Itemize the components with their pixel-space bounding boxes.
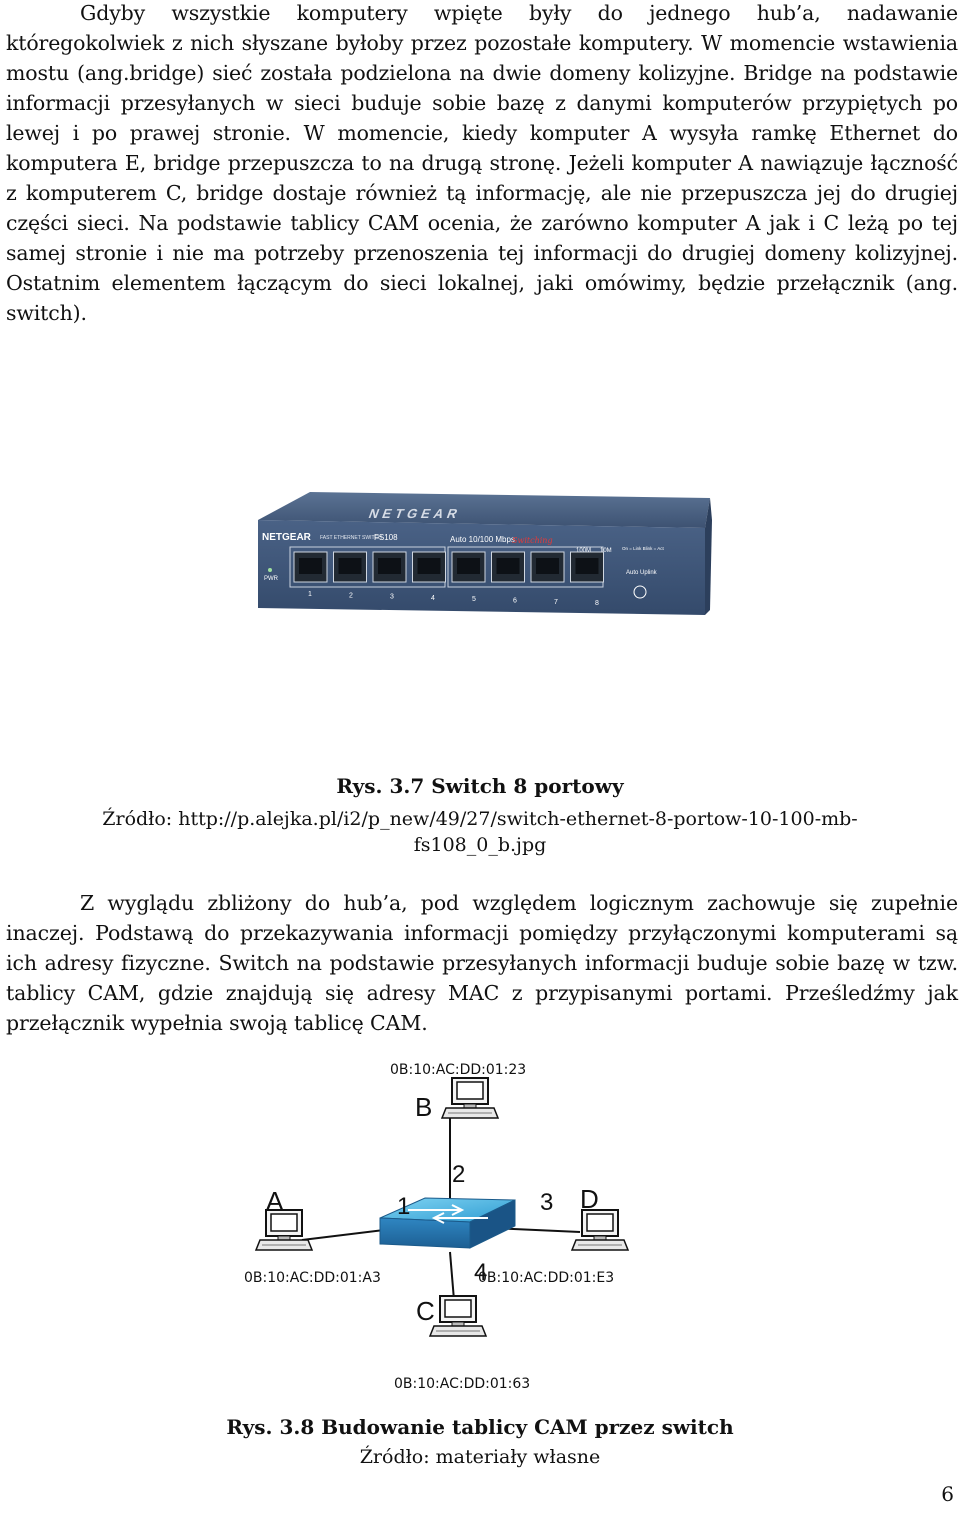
page-number: 6 [941,1482,954,1506]
switch-icon [379,1197,516,1249]
figure1-caption-title: Rys. 3.7 Switch 8 portowy [336,774,624,798]
mac-b: 0B:10:AC:DD:01:23 [390,1062,526,1078]
port-number-labels: 1 2 3 4 5 6 7 8 [308,591,599,607]
switch-front-brand: NETGEAR [262,532,312,543]
switch-switching-label: Switching [512,536,553,545]
port-3-label: 3 [540,1189,553,1216]
switch-uplink-label: Auto Uplink [626,570,658,576]
switch-led-10-label: 10M [600,548,612,554]
switch-top-surface [258,492,710,528]
figure2-caption-source: Źródło: materiały własne [359,1446,601,1468]
switch-right-side [705,498,712,615]
netgear-switch-photo: NETGEAR NETGEAR FAST ETHERNET SWITCH FS1… [258,492,712,615]
computer-b-icon [441,1077,499,1119]
ethernet-port-socket-4 [417,558,441,574]
port-number-6: 6 [513,598,517,605]
ethernet-port-socket-5 [457,558,480,574]
switch-series-label: FAST ETHERNET SWITCH [320,535,382,541]
switch-led-legend: On = Link Blink = Act [622,546,665,551]
ethernet-port-socket-7 [536,558,559,574]
figure2-caption-title: Rys. 3.8 Budowanie tablicy CAM przez swi… [226,1415,734,1439]
node-d-label: D [580,1184,599,1214]
ethernet-port-socket-1 [299,558,322,574]
figure1-caption-source-line2: fs108_0_b.jpg [413,834,547,856]
switch-power-led [268,568,272,572]
node-c-label: C [416,1296,435,1326]
ethernet-port-socket-6 [496,558,520,574]
mac-d: 0B:10:AC:DD:01:E3 [478,1270,614,1286]
switch-top-brand: NETGEAR [367,506,464,521]
mac-c: 0B:10:AC:DD:01:63 [394,1376,530,1392]
switch-model-label: FS108 [374,533,398,542]
paragraph-switch: Z wyglądu zbliżony do hub’a, pod względe… [6,888,958,1038]
port-number-5: 5 [472,596,476,603]
cam-table-diagram: B A D C 2 1 3 4 0B:10:AC:DD:01:23 0B:10:… [244,1062,629,1392]
ethernet-ports [293,551,604,583]
switch-pwr-label: PWR [264,576,279,582]
port-1-label: 1 [397,1193,410,1220]
port-number-3: 3 [390,594,394,601]
node-a-label: A [266,1186,284,1216]
figure1-caption-source-line1: Źródło: http://p.alejka.pl/i2/p_new/49/2… [102,808,858,830]
ethernet-port-socket-2 [338,558,362,574]
node-b-label: B [415,1092,432,1122]
port-4-label: 4 [474,1259,487,1286]
uplink-symbol-icon [633,585,647,599]
port-number-8: 8 [595,600,599,607]
computer-d-icon [571,1209,629,1251]
port-number-2: 2 [349,592,353,599]
port-number-1: 1 [308,591,312,598]
ethernet-port-socket-3 [378,558,401,574]
switch-speed-label: Auto 10/100 Mbps [450,535,515,544]
paragraph-bridge-text: Gdyby wszystkie komputery wpięte były do… [6,1,958,325]
port-number-7: 7 [554,599,558,606]
paragraph-bridge: Gdyby wszystkie komputery wpięte były do… [6,0,958,328]
paragraph-switch-text: Z wyglądu zbliżony do hub’a, pod względe… [6,891,958,1035]
mac-a: 0B:10:AC:DD:01:A3 [244,1270,381,1286]
ethernet-port-socket-8 [575,558,599,574]
computer-a-icon [255,1209,313,1251]
port-number-4: 4 [431,595,435,602]
port-2-label: 2 [452,1161,465,1188]
switch-led-100-label: 100M [576,548,591,554]
computer-c-icon [429,1295,487,1337]
